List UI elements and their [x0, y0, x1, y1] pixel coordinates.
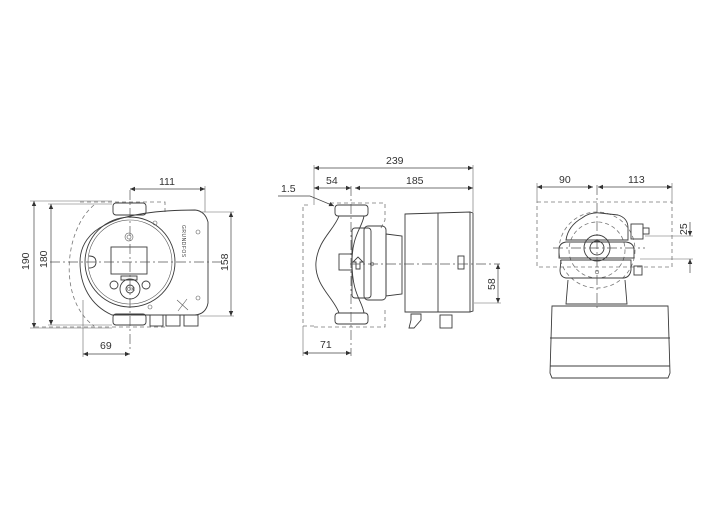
dim-label-controller-height: 158 [219, 253, 231, 271]
dim-label-overall-height: 190 [20, 252, 32, 270]
dim-label-overall-length: 239 [386, 155, 404, 167]
side-connector-nut [642, 227, 650, 235]
x-logo-icon [176, 298, 189, 312]
dim-label-center-to-right: 111 [159, 176, 175, 188]
dim-label-back-to-axis: 71 [320, 339, 332, 351]
motor-box [549, 305, 671, 379]
connector-2 [165, 314, 181, 327]
pump-top-housing [565, 212, 629, 241]
screw-icon [195, 229, 201, 235]
connector-3 [183, 314, 199, 327]
dim-label-port-height: 180 [38, 250, 50, 268]
envelope-left-dashed [302, 204, 314, 327]
side-plug [633, 265, 643, 276]
envelope-arc-dashed [68, 204, 95, 327]
left-button [109, 280, 119, 290]
motor-neck [565, 279, 628, 305]
screw-icon [195, 295, 201, 301]
indicator-icon-inner [126, 234, 132, 240]
indicator-icon [124, 232, 134, 242]
dim-label-flange-to-axis: 54 [326, 175, 338, 187]
inlet-square [338, 253, 353, 271]
flow-direction-arrow-icon [351, 256, 365, 270]
flange-band [558, 241, 635, 259]
end-view: 90 113 25 [536, 174, 693, 379]
motor-latch [457, 255, 465, 270]
ok-button-label: OK [127, 287, 135, 293]
controller-housing [79, 209, 209, 316]
envelope-dashed [536, 201, 673, 268]
outlet-flange [334, 312, 369, 325]
display-window [110, 246, 148, 275]
dim-label-flange-thickness: 1.5 [281, 183, 296, 195]
screw-icon [147, 304, 153, 310]
lower-housing [559, 259, 632, 279]
plug-connector [439, 314, 453, 329]
keypad-label-plate [120, 275, 138, 281]
connector-1 [149, 314, 164, 327]
brand-logo-text: GRUNDFOS [180, 225, 186, 258]
dim-label-axis-to-end: 185 [406, 175, 424, 187]
bottom-port [112, 313, 147, 326]
housing-ring [363, 225, 387, 301]
dim-label-left-to-center: 90 [559, 174, 571, 186]
top-port [112, 202, 147, 216]
envelope-bottom-dashed [314, 310, 386, 328]
motor-body [404, 211, 471, 313]
cable-gland [408, 313, 422, 329]
leader-flange-thickness [278, 195, 335, 207]
motor-neck [385, 233, 403, 297]
screw-icon [152, 220, 158, 226]
inlet-flange [334, 204, 369, 217]
envelope-top-dashed [330, 202, 386, 231]
right-button [141, 280, 151, 290]
pump-volute [315, 215, 365, 314]
motor-cap [469, 211, 474, 313]
dim-label-connector-offset: 25 [678, 223, 690, 235]
dim-label-left-to-center: 69 [100, 340, 112, 352]
envelope-top-dashed [80, 201, 166, 212]
front-view: OK GRUNDFOS 190 180 158 111 [20, 176, 234, 357]
dim-label-axis-offset: 58 [486, 278, 498, 290]
dim-label-center-to-right: 113 [628, 174, 645, 186]
side-view: 239 54 185 1.5 58 71 [278, 155, 501, 356]
